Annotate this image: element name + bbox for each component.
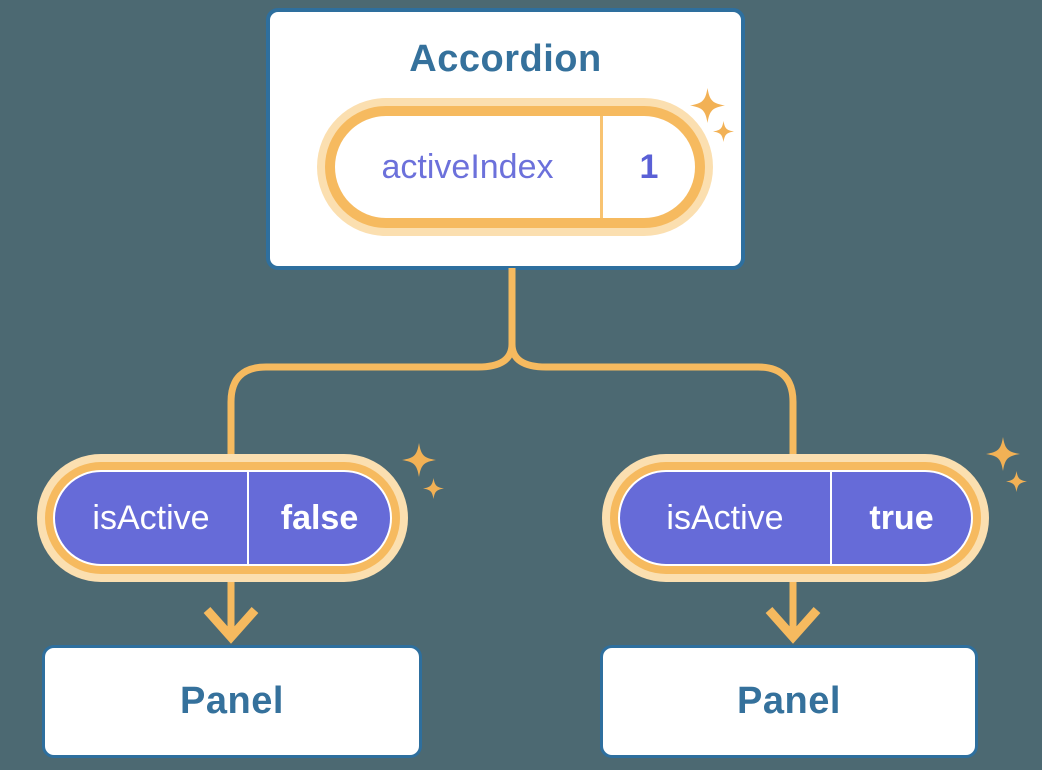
prop-name-label: isActive	[666, 498, 784, 537]
state-value-label: 1	[639, 147, 659, 186]
panel-title: Panel	[180, 680, 284, 722]
prop-value-label: true	[869, 498, 934, 537]
sparkle-icon	[713, 121, 734, 142]
arrowhead-right-icon	[765, 607, 821, 644]
panel-card-left: Panel	[42, 645, 422, 758]
branch-line-left	[227, 268, 516, 632]
prop-pill-right: isActive true	[618, 470, 973, 566]
panel-card-right: Panel	[600, 645, 978, 758]
accordion-title: Accordion	[409, 38, 602, 80]
panel-title: Panel	[737, 680, 841, 722]
sparkle-icon	[1006, 471, 1027, 492]
pill-divider	[247, 472, 249, 564]
sparkle-icon	[402, 443, 436, 477]
branch-line-right	[508, 268, 797, 632]
pill-divider	[600, 116, 603, 218]
sparkle-icon	[423, 478, 444, 499]
prop-name-label: isActive	[92, 498, 210, 537]
state-name-label: activeIndex	[381, 147, 554, 186]
prop-value-label: false	[280, 498, 359, 537]
arrowhead-left-icon	[203, 607, 259, 644]
state-pill: activeIndex 1	[335, 116, 695, 218]
prop-pill-left: isActive false	[53, 470, 392, 566]
sparkle-icon	[986, 437, 1020, 471]
pill-divider	[830, 472, 832, 564]
sparkle-icon	[690, 88, 725, 123]
